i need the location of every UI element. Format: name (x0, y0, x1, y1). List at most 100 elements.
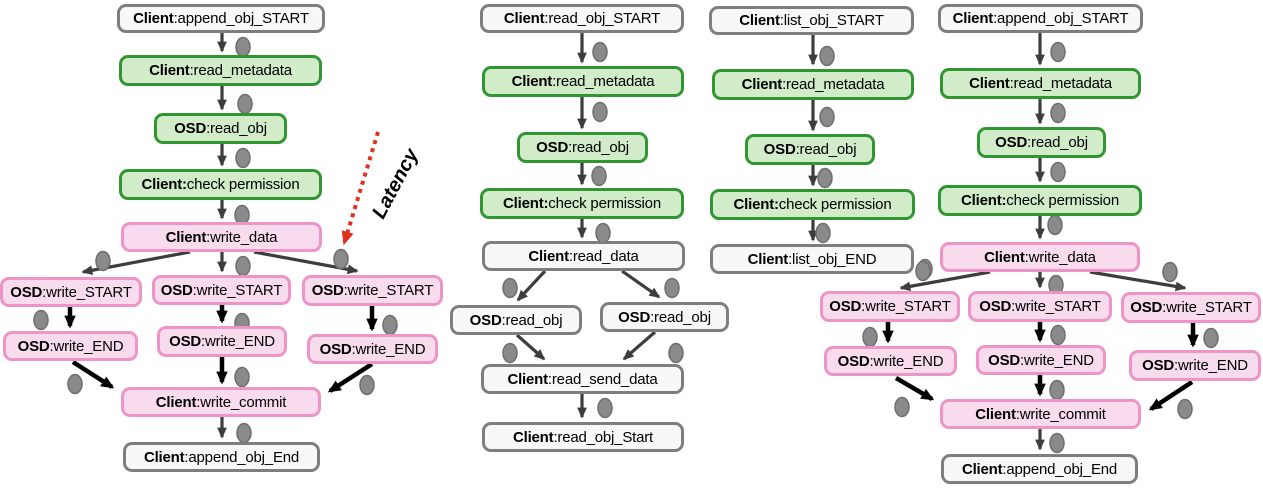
node-label-bold: OSD (169, 333, 202, 350)
flow-node-read_metadata: Client:read_metadata (940, 68, 1141, 99)
flow-node-write_commit: Client:write_commit (121, 387, 321, 417)
node-label: :write_START (42, 283, 132, 301)
node-label: :write_END (1020, 351, 1094, 369)
latency-dot (1203, 327, 1219, 349)
flow-node-osd_read_obj: OSD:read_obj (154, 113, 287, 144)
node-label: :write_END (49, 337, 124, 355)
flow-edge-read_data-to-osd_read_obj_r (621, 269, 661, 299)
node-label: :write_END (869, 352, 944, 370)
flow-node-start: Client:read_obj_START (480, 4, 684, 33)
node-label: :read_metadata (1009, 75, 1112, 92)
node-label: :write_END (351, 340, 426, 358)
latency-dot (592, 41, 608, 63)
node-label: :read_metadata (552, 73, 655, 90)
flow-node-write_start_l: OSD:write_START (0, 277, 142, 307)
node-label-bold: OSD (837, 352, 870, 370)
node-label-bold: OSD (979, 298, 1012, 315)
flow-node-osd_read_obj: OSD:read_obj (745, 134, 875, 165)
node-label: :write_START (861, 298, 951, 315)
node-label: :read_obj (568, 139, 629, 156)
flow-edge-write_end_l-to-write_commit (894, 376, 935, 401)
node-label-bold: Client (975, 405, 1016, 423)
node-label: :append_obj_End (184, 448, 300, 466)
flow-node-write_start_m: OSD:write_START (968, 291, 1112, 322)
node-label: :write_END (1174, 357, 1248, 374)
flow-node-write_end_l: OSD:write_END (3, 331, 138, 361)
flow-node-osd_read_obj_l: OSD:read_obj (450, 305, 582, 335)
latency-dot (382, 314, 398, 336)
flow-node-read_metadata: Client:read_metadata (119, 55, 322, 86)
flow-node-osd_read_obj: OSD:read_obj (517, 132, 648, 163)
node-label: :read_obj (650, 308, 711, 326)
latency-dot (862, 326, 878, 348)
flow-node-end: Client:append_obj_End (941, 454, 1138, 484)
latency-dot (502, 277, 518, 299)
node-label-bold: Client (155, 393, 197, 411)
latency-dot (235, 147, 251, 169)
latency-dot (95, 250, 111, 272)
node-label: :write_data (1024, 248, 1096, 266)
flow-node-check_permission: Client: check permission (119, 169, 322, 200)
node-label-bold: Client (952, 10, 994, 27)
latency-dot (1050, 324, 1066, 346)
latency-dot (235, 255, 251, 277)
node-label: :write_END (201, 333, 275, 350)
flow-edge-osd_read_obj_r-to-read_send_data (622, 330, 657, 361)
node-label: :read_obj_Start (553, 428, 654, 446)
node-label: :read_data (568, 247, 639, 265)
node-label: :write_START (1011, 298, 1101, 315)
node-label-bold: Client (149, 62, 190, 79)
node-label-bold: OSD (536, 139, 569, 156)
latency-dot (1162, 261, 1178, 283)
node-label-bold: OSD (311, 282, 344, 299)
flow-edge-write_data-to-write_start_r (1089, 270, 1187, 292)
flow-node-write_data: Client:write_data (940, 242, 1140, 272)
node-label-bold: OSD (618, 308, 651, 326)
latency-dot (1049, 379, 1065, 401)
latency-dot (359, 374, 375, 396)
flow-node-check_permission: Client: check permission (480, 188, 684, 219)
node-label-bold: Client (503, 10, 545, 27)
flow-edge-osd_read_obj_l-to-read_send_data (515, 333, 546, 361)
node-label-bold: Client (507, 370, 548, 388)
latency-dot (668, 342, 684, 364)
latency-dot (915, 260, 931, 282)
node-label: :list_obj_END (788, 250, 877, 268)
node-label: :write_commit (1015, 405, 1106, 423)
node-label: :read_obj_START (544, 10, 661, 27)
node-label-bold: OSD (995, 134, 1028, 151)
node-label: :write_commit (196, 393, 287, 411)
node-label: check permission (778, 196, 892, 213)
node-label: :read_obj (501, 311, 563, 329)
node-label-bold: Client (133, 10, 174, 27)
node-label: :write_START (192, 281, 283, 299)
latency-dot (33, 309, 49, 331)
flow-node-read_send_data: Client:read_send_data (481, 364, 684, 394)
node-label: :read_metadata (782, 76, 885, 93)
flow-node-start: Client:append_obj_START (117, 4, 325, 33)
flow-node-write_start_r: OSD:write_START (302, 275, 443, 306)
latency-dot (1050, 41, 1066, 63)
latency-dot (236, 422, 252, 444)
latency-dot (1047, 214, 1063, 236)
flow-node-write_start_r: OSD:write_START (1121, 292, 1261, 323)
flow-edge-write_data-to-write_start_l (899, 270, 991, 292)
flow-node-end: Client:list_obj_END (710, 244, 914, 274)
node-label-bold: OSD (829, 298, 862, 315)
node-label-bold: Client: (141, 176, 187, 193)
node-label-bold: OSD (1130, 299, 1163, 316)
flow-node-end: Client:append_obj_End (123, 442, 320, 472)
node-label: check permission (1006, 192, 1119, 209)
flow-node-write_end_r: OSD:write_END (307, 334, 438, 364)
latency-dot (1049, 432, 1065, 454)
latency-dot (664, 277, 680, 299)
latency-dot (1050, 102, 1066, 124)
node-label-bold: OSD (763, 141, 796, 158)
node-label: :write_START (1162, 299, 1252, 316)
node-label-bold: OSD (17, 337, 50, 355)
node-label: check permission (548, 195, 661, 212)
node-label: :list_obj_START (779, 12, 884, 29)
node-label-bold: OSD (10, 283, 43, 301)
node-label-bold: Client (512, 428, 554, 446)
